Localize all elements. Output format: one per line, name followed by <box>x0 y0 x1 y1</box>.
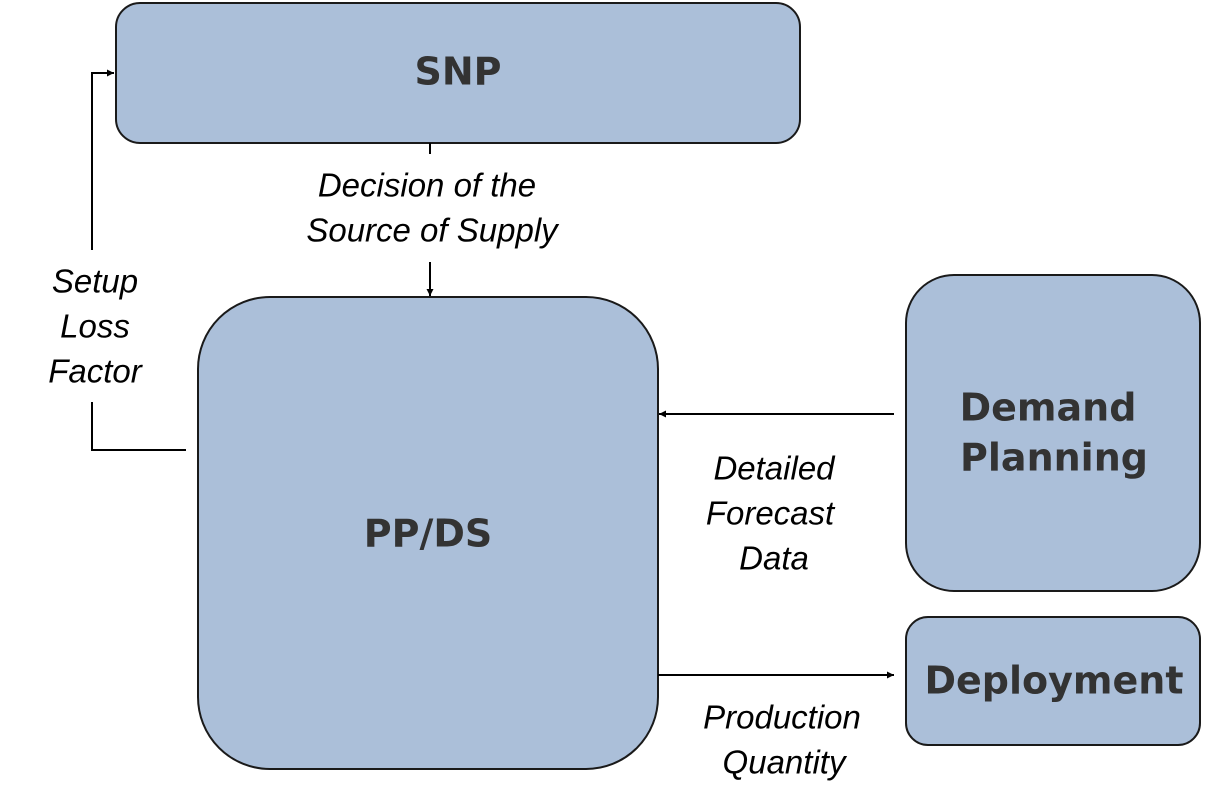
snp-to-ppds-edge: Decision of the Source of Supply <box>306 143 560 296</box>
ppds-node: PP/DS <box>197 296 659 770</box>
ppds-to-snp-upper-arrow <box>91 69 114 250</box>
snp-label: SNP <box>414 50 501 94</box>
demand-to-ppds-label-line-2: Forecast <box>706 495 836 532</box>
deployment-label: Deployment <box>924 659 1183 703</box>
deployment-node: Deployment <box>905 616 1201 746</box>
demand-to-ppds-label-line-1: Detailed <box>713 450 836 487</box>
ppds-to-snp-lower-line <box>91 402 186 451</box>
demand-planning-label-line-1: Demand <box>960 386 1137 430</box>
demand-planning-node: Demand Planning <box>905 274 1201 592</box>
ppds-box <box>197 296 659 770</box>
demand-to-ppds-label-line-3: Data <box>739 540 809 577</box>
ppds-to-deployment-edge: Production Quantity <box>658 671 894 781</box>
ppds-to-snp-label-line-1: Setup <box>52 263 138 300</box>
snp-box <box>115 2 801 144</box>
deployment-box <box>905 616 1201 746</box>
demand-planning-box <box>905 274 1201 592</box>
snp-to-ppds-label-line-1: Decision of the <box>318 167 536 204</box>
snp-node: SNP <box>115 2 801 144</box>
snp-to-ppds-label-line-2: Source of Supply <box>306 212 560 249</box>
ppds-label: PP/DS <box>364 512 493 556</box>
ppds-to-deployment-label-line-2: Quantity <box>723 744 848 781</box>
demand-to-ppds-edge: Detailed Forecast Data <box>659 410 894 577</box>
ppds-to-snp-label-line-2: Loss <box>60 308 130 345</box>
ppds-to-deployment-label-line-1: Production <box>703 699 861 736</box>
ppds-to-snp-label-line-3: Factor <box>48 353 144 390</box>
demand-planning-label-line-2: Planning <box>960 436 1148 480</box>
ppds-to-snp-edge: Setup Loss Factor <box>48 69 186 451</box>
